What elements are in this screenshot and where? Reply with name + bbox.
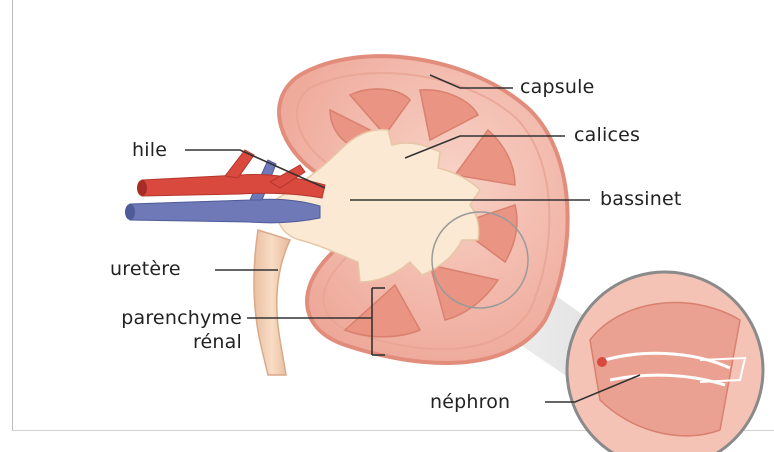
renal-artery	[142, 175, 325, 198]
label-hile: hile	[132, 139, 167, 161]
label-parenchyme-line1: parenchyme	[82, 307, 242, 329]
label-calices: calices	[574, 124, 640, 146]
label-parenchyme-line2: rénal	[82, 331, 242, 353]
label-nephron: néphron	[430, 391, 510, 413]
ureter	[254, 230, 290, 375]
label-capsule: capsule	[520, 76, 594, 98]
label-bassinet: bassinet	[600, 188, 682, 210]
label-uretere: uretère	[110, 258, 181, 280]
nephron-detail	[567, 272, 763, 452]
renal-vein	[130, 199, 320, 223]
